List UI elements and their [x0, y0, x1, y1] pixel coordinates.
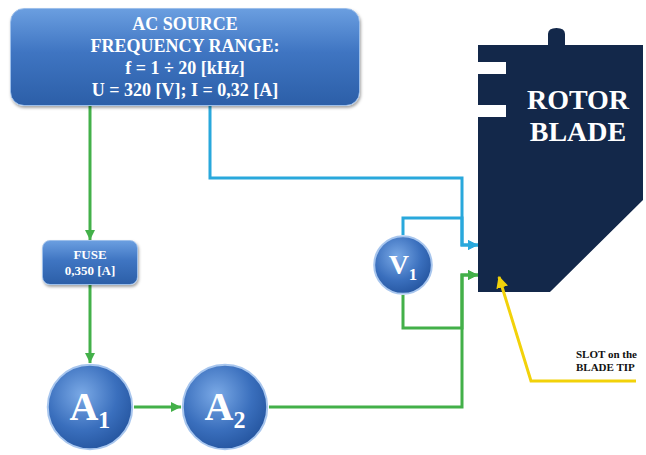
blade-outline	[478, 28, 643, 300]
wire-connector	[269, 275, 478, 407]
box-text: FUSE	[73, 247, 106, 263]
wire-connector	[89, 106, 92, 240]
wire-connector	[134, 406, 181, 409]
voltmeter-circle: V₁	[373, 235, 433, 295]
box-text: 0,350 [A]	[65, 263, 116, 279]
meter-symbol: V₁	[389, 249, 418, 281]
meter-symbol: A₂	[205, 385, 246, 429]
meter-circle	[374, 236, 432, 294]
box-text: AC SOURCE	[132, 13, 238, 35]
ammeter-circle: A₁	[46, 363, 134, 451]
box-text: U = 320 [V]; I = 0,32 [A]	[92, 79, 279, 101]
blade-title: ROTOR BLADE	[516, 84, 641, 148]
wire-connector	[89, 285, 92, 363]
meter-circle	[183, 365, 267, 449]
box-text: FREQUENCY RANGE:	[91, 35, 280, 57]
meter-symbol: A₁	[70, 385, 111, 429]
fuse-box: FUSE0,350 [A]	[42, 240, 138, 285]
wire-connector	[210, 106, 478, 245]
source-box: AC SOURCEFREQUENCY RANGE:f = 1 ÷ 20 [kHz…	[10, 8, 360, 106]
callout-label: SLOT on the BLADE TIP	[576, 348, 642, 374]
blade-shape	[478, 28, 643, 292]
meter-circle	[48, 365, 132, 449]
rotor-blade: ROTOR BLADE	[478, 28, 643, 300]
ammeter-circle: A₂	[181, 363, 269, 451]
box-text: f = 1 ÷ 20 [kHz]	[125, 57, 245, 79]
